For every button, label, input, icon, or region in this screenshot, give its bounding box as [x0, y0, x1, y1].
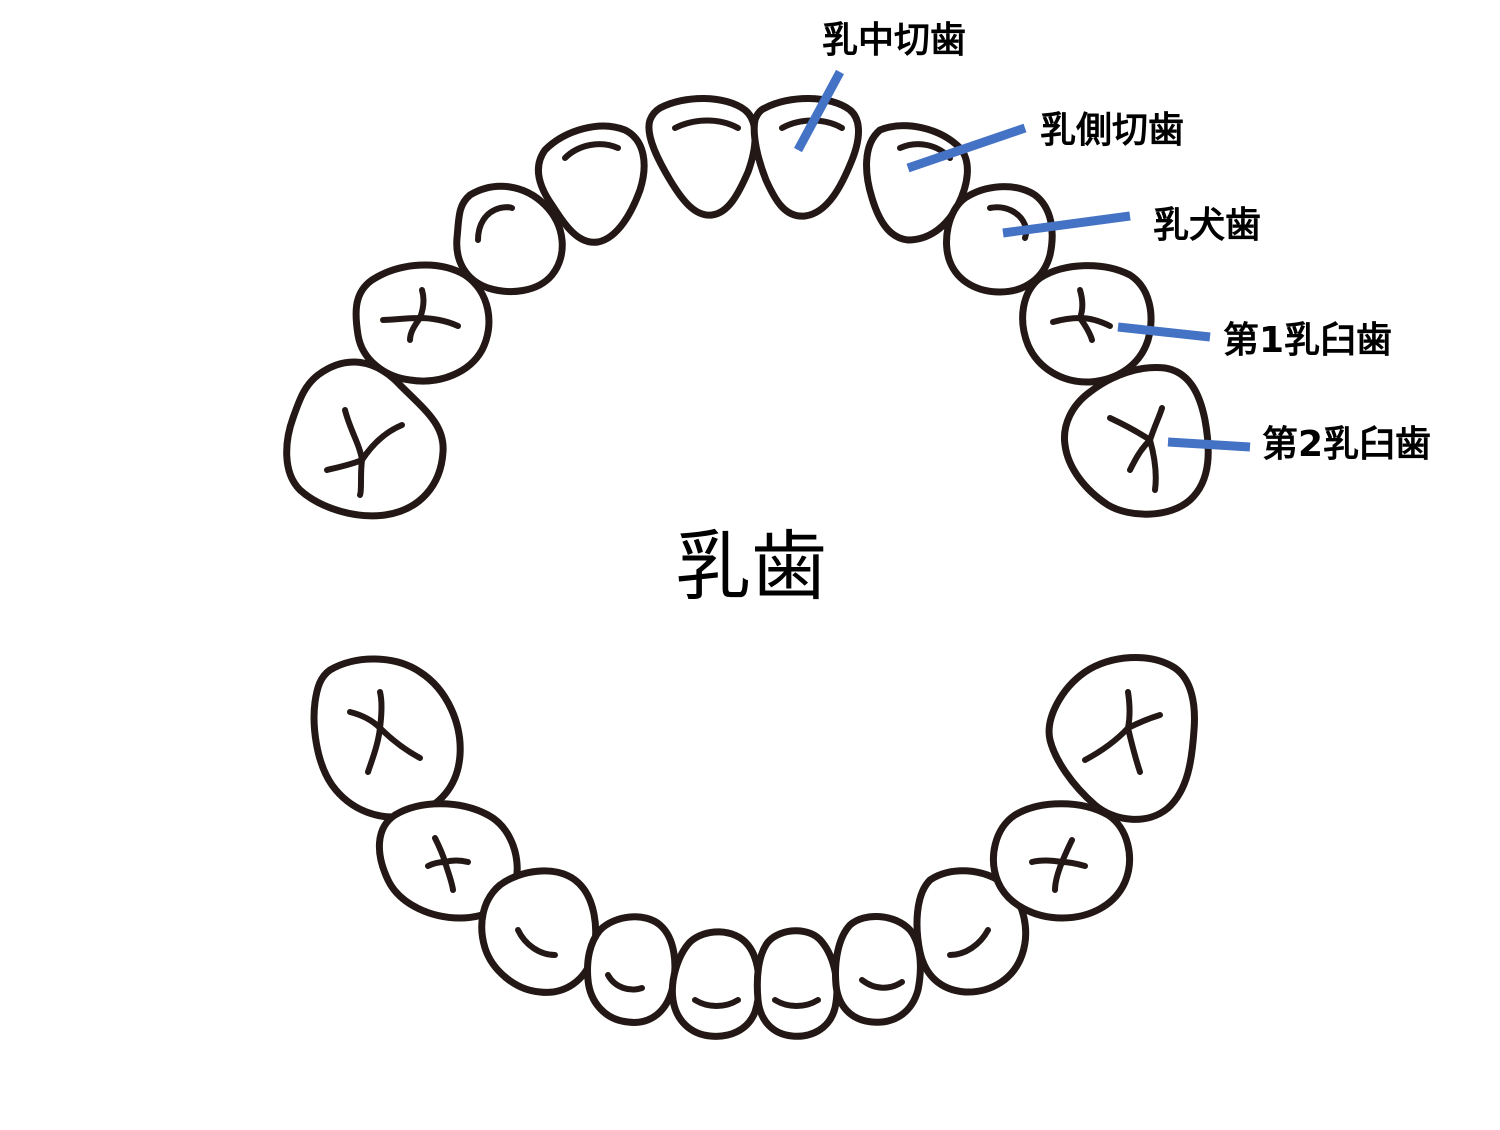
lower-left-central-incisor	[668, 928, 763, 1040]
upper-left-second-molar	[283, 358, 447, 520]
leader-canine	[1002, 211, 1131, 238]
upper-right-central-incisor	[750, 95, 862, 220]
upper-right-first-molar	[1019, 262, 1155, 386]
leader-central-incisor	[794, 69, 844, 153]
label-canine: 乳犬歯	[1153, 205, 1261, 246]
leader-first-molar	[1117, 322, 1211, 342]
label-lateral-incisor: 乳側切歯	[1040, 110, 1184, 151]
diagram-title: 乳歯	[675, 522, 827, 611]
label-second-molar: 第2乳臼歯	[1262, 424, 1431, 465]
label-first-molar: 第1乳臼歯	[1223, 320, 1392, 361]
upper-left-first-molar	[352, 261, 493, 385]
leader-lateral-incisor	[906, 123, 1027, 173]
lower-arch	[310, 653, 1198, 1040]
lower-left-second-molar	[310, 655, 464, 821]
lower-left-lateral-incisor	[584, 913, 679, 1026]
upper-left-central-incisor	[645, 95, 759, 219]
lower-right-first-molar	[990, 800, 1133, 922]
lower-right-second-molar	[1045, 653, 1198, 823]
upper-left-canine	[453, 182, 566, 296]
upper-right-canine	[943, 183, 1056, 296]
lower-right-lateral-incisor	[832, 912, 924, 1026]
leader-second-molar	[1167, 437, 1251, 452]
lower-right-central-incisor	[753, 927, 841, 1040]
lower-left-canine	[478, 867, 600, 996]
lower-left-first-molar	[375, 800, 521, 922]
upper-left-lateral-incisor	[534, 122, 648, 246]
labels: 乳中切歯 乳側切歯 乳犬歯 第1乳臼歯 第2乳臼歯	[822, 20, 1431, 465]
label-central-incisor: 乳中切歯	[822, 20, 966, 61]
upper-right-second-molar	[1060, 363, 1212, 518]
leader-lines	[794, 69, 1251, 452]
upper-arch	[283, 95, 1212, 520]
